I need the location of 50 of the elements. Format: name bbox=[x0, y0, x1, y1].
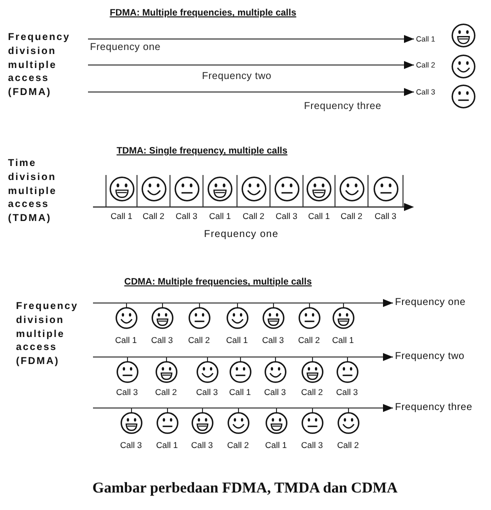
section-title: CDMA: Multiple frequencies, multiple calls bbox=[124, 277, 312, 287]
call-label: Call 3 bbox=[301, 440, 323, 450]
call-label: Call 2 bbox=[142, 212, 164, 220]
frequency-label: Frequency two bbox=[395, 352, 464, 362]
section-title: TDMA: Single frequency, multiple calls bbox=[116, 146, 288, 156]
edge-label: Frequency one bbox=[90, 43, 161, 53]
arrow bbox=[88, 35, 414, 43]
arrow bbox=[93, 299, 393, 307]
arrow bbox=[93, 353, 393, 361]
call-label: Call 1 bbox=[226, 336, 248, 344]
call-label: Call 3 bbox=[336, 388, 358, 396]
call-label: Call 2 bbox=[298, 336, 320, 344]
call-label: Call 2 bbox=[188, 336, 210, 344]
call-label: Call 1 bbox=[229, 388, 251, 396]
call-label: Call 3 bbox=[151, 336, 173, 344]
arrow bbox=[88, 61, 414, 69]
call-label: Call 3 bbox=[196, 388, 218, 396]
edge-label: Frequency three bbox=[304, 102, 382, 112]
call-label: Call 1 bbox=[156, 440, 178, 450]
edge-label: Frequency two bbox=[202, 72, 272, 82]
call-label: Call 3 bbox=[191, 440, 213, 450]
call-label: Call 3 bbox=[262, 336, 284, 344]
call-label: Call 1 bbox=[308, 212, 330, 220]
call-label: Call 2 bbox=[301, 388, 323, 396]
frequency-label: Frequency one bbox=[395, 298, 466, 308]
call-label: Call 1 bbox=[115, 336, 137, 344]
call-label: Call 1 bbox=[110, 212, 132, 220]
access-method-heading: Time division multiple access (TDMA) bbox=[8, 157, 58, 226]
call-label: Call 1 bbox=[265, 440, 287, 450]
call-label: Call 2 bbox=[242, 212, 264, 220]
call-label: Call 2 bbox=[337, 440, 359, 450]
section-title: FDMA: Multiple frequencies, multiple calls bbox=[110, 8, 296, 18]
call-label: Call 3 bbox=[374, 212, 396, 220]
call-label: Call 2 bbox=[155, 388, 177, 396]
access-method-heading: Frequency division multiple access (FDMA) bbox=[8, 31, 72, 100]
call-label: Call 3 bbox=[116, 388, 138, 396]
call-label: Call 1 bbox=[209, 212, 231, 220]
axis-label: Frequency one bbox=[204, 230, 279, 240]
call-label: Call 3 bbox=[176, 212, 198, 220]
call-label: Call 1 bbox=[332, 336, 354, 344]
call-label: Call 2 bbox=[227, 440, 249, 450]
call-label: Call 2 bbox=[340, 212, 362, 220]
frequency-label: Frequency three bbox=[395, 403, 472, 413]
arrow bbox=[93, 404, 393, 412]
call-label: Call 3 bbox=[276, 212, 298, 220]
call-label: Call 3 bbox=[120, 440, 142, 450]
call-label: Call 3 bbox=[264, 388, 286, 396]
access-method-heading: Frequency division multiple access (FDMA) bbox=[16, 300, 80, 369]
figure-caption: Gambar perbedaan FDMA, TMDA dan CDMA bbox=[92, 482, 398, 496]
arrow bbox=[88, 88, 414, 96]
